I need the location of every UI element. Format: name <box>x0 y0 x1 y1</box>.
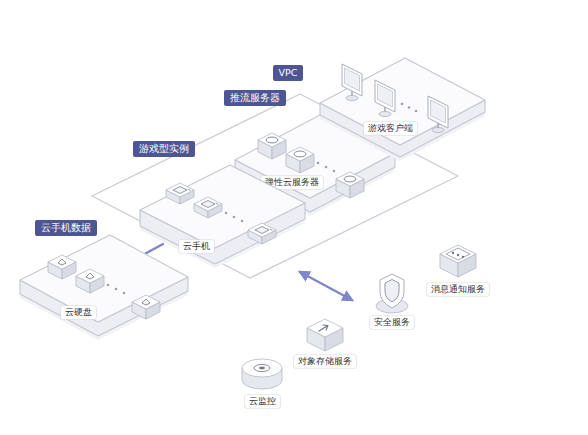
group-tag: 推流服务器 <box>224 90 286 106</box>
node-illustration <box>16 218 194 342</box>
node-illustration <box>316 52 490 162</box>
platform-node: 游戏客户端 <box>316 52 490 162</box>
platform-node: 安全服务 <box>362 266 424 332</box>
platform-node: 对象存储服务 <box>290 310 362 372</box>
group-tag: VPC <box>273 65 304 81</box>
platform-node: 消息通知服务 <box>420 232 496 300</box>
node-label: 云手机 <box>179 240 214 253</box>
platform-node: 游戏型实例云手机 <box>132 138 310 270</box>
node-label: 安全服务 <box>370 316 414 329</box>
group-tag: 游戏型实例 <box>133 141 195 157</box>
connector-line <box>300 272 352 300</box>
node-label: 对象存储服务 <box>294 355 356 368</box>
node-illustration <box>132 138 310 270</box>
node-label: 游戏客户端 <box>364 122 417 135</box>
node-label: 消息通知服务 <box>427 283 489 296</box>
group-tag: 云手机数据 <box>35 220 97 236</box>
node-label: 云监控 <box>245 395 280 408</box>
platform-node: 云手机数据云硬盘 <box>16 218 194 342</box>
node-label: 云硬盘 <box>61 306 96 319</box>
platform-node: 云监控 <box>232 350 292 412</box>
